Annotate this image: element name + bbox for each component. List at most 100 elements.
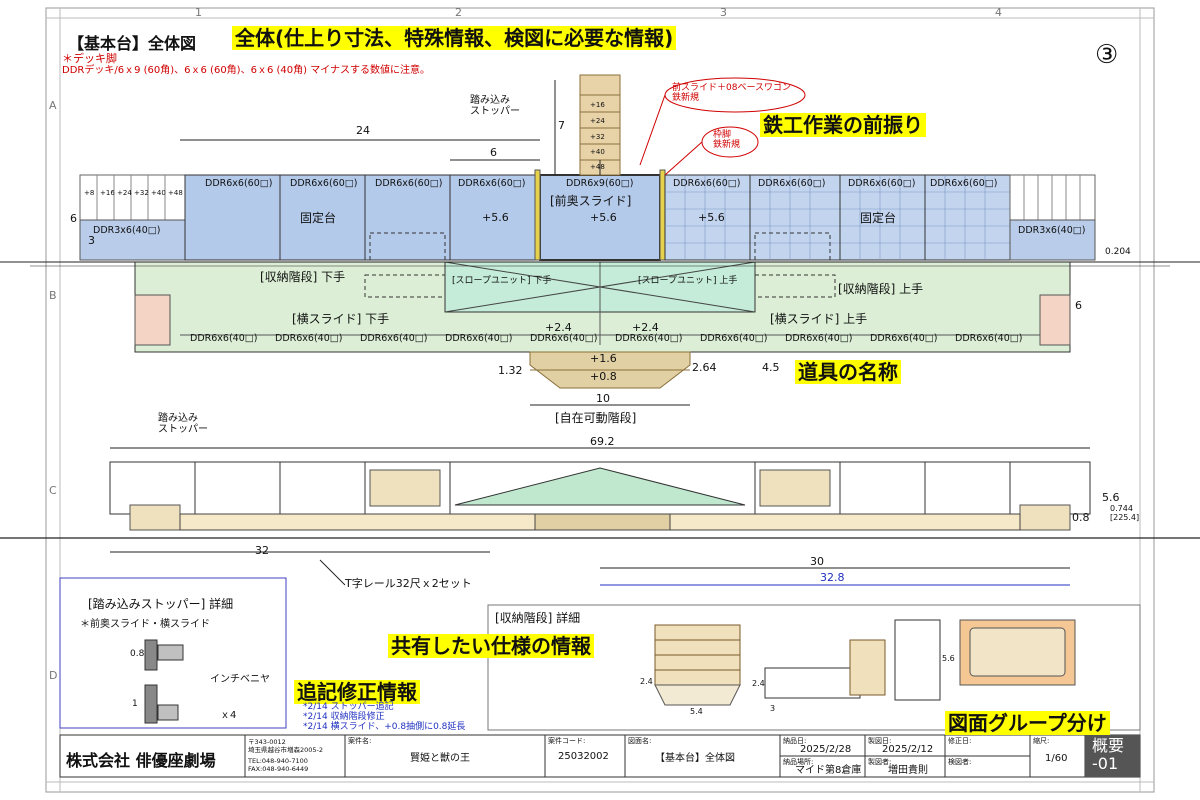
- dim-0204: 0.204: [1105, 247, 1131, 257]
- deck-note-2: DDRデッキ/6ｘ9 (60角)、6ｘ6 (60角)、6ｘ6 (40角) マイナ…: [62, 65, 430, 76]
- checker-label: 検図者:: [948, 758, 972, 766]
- left-step-40: +40: [151, 189, 166, 197]
- front-slide-label: [前奥スライド]: [550, 194, 632, 208]
- right-deck-block: [664, 174, 1011, 261]
- tower-32: +32: [590, 133, 605, 141]
- dim-264: 2.64: [692, 361, 717, 374]
- stopper-label-mid: 踏み込み ストッパー: [158, 413, 208, 435]
- storage-right: [収納階段] 上手: [838, 282, 924, 296]
- bottom-label-3: DDR6x6(40□): [360, 333, 428, 344]
- tower-24: +24: [590, 117, 605, 125]
- right-deck-dividers: [749, 175, 926, 260]
- left-deck-block: [184, 174, 541, 261]
- storage-dim-24: 2.4: [640, 677, 653, 686]
- bottom-label-4: DDR6x6(40□): [445, 333, 513, 344]
- stopper-detail-title: [踏み込みストッパー] 詳細: [88, 597, 234, 611]
- stopper-count: ｘ4: [220, 710, 237, 721]
- made-label: 製図日:: [868, 737, 892, 745]
- plus56-a: +5.6: [482, 211, 509, 224]
- mobile-stair-label: [自在可動階段]: [555, 411, 637, 425]
- stopper-inch: インチベニヤ: [210, 674, 270, 685]
- grid-row-b: B: [49, 289, 57, 302]
- elev-stair: [534, 513, 671, 531]
- elev-left-step: [129, 504, 181, 531]
- elev-box-right: [759, 469, 831, 507]
- storage-detail-title: [収納階段] 詳細: [495, 611, 581, 625]
- grid-col-3: 3: [720, 6, 727, 19]
- left-dashed-box: [369, 232, 446, 274]
- ddr3x6-left: DDR3x6(40□): [93, 225, 161, 236]
- dim-45: 4.5: [762, 361, 780, 374]
- deck-label-6: DDR6x6(60□): [673, 178, 741, 189]
- scale-value: 1/60: [1045, 753, 1068, 764]
- delivery-date: 2025/2/28: [800, 744, 852, 755]
- company-name: 株式会社 俳優座劇場: [66, 751, 216, 770]
- project-label: 案件名:: [348, 737, 372, 745]
- left-step-32: +32: [134, 189, 149, 197]
- dim-6-left: 6: [70, 212, 77, 225]
- storage-dim-54: 5.4: [690, 707, 703, 716]
- slide-rail-left: [534, 169, 541, 261]
- side-slide-left: [横スライド] 下手: [292, 312, 390, 326]
- right-pink-stair: [1039, 294, 1071, 346]
- bottom-label-9: DDR6x6(40□): [870, 333, 938, 344]
- storage-detail-frame: [487, 604, 1141, 731]
- dim-56: 5.6: [1102, 491, 1120, 504]
- page-title: 【基本台】全体図: [68, 34, 197, 53]
- dim-3-left: 3: [88, 234, 95, 247]
- tower-16: +16: [590, 101, 605, 109]
- right-ddr3x6: [1009, 219, 1096, 261]
- address-1: 〒343-0012: [248, 738, 286, 746]
- address-2: 埼玉県越谷市増森2005-2: [248, 746, 324, 754]
- callout-group: 図面グループ分け: [945, 711, 1110, 735]
- stopper-dim-08: 0.8: [130, 649, 145, 659]
- side-slide-right: [横スライド] 上手: [770, 312, 868, 326]
- bottom-label-5: DDR6x6(40□): [530, 333, 598, 344]
- left-step-16: +16: [100, 189, 115, 197]
- code-label: 案件コード:: [548, 737, 586, 745]
- deck-label-4: DDR6x6(60□): [458, 178, 526, 189]
- storage-left: [収納階段] 下手: [260, 270, 346, 284]
- left-side-steps: [79, 174, 186, 221]
- grid-col-4: 4: [995, 6, 1002, 19]
- deck-label-8: DDR6x6(60□): [848, 178, 916, 189]
- elev-box-left: [369, 469, 441, 507]
- stopper-dim-1: 1: [132, 699, 138, 709]
- left-step-24: +24: [117, 189, 132, 197]
- revision-3: *2/14 横スライド、+0.8抽側に0.8延長: [303, 722, 466, 732]
- tower-40: +40: [590, 148, 605, 156]
- deck-note-1: ＊デッキ脚: [62, 52, 117, 65]
- place-value: マイド第8倉庫: [795, 765, 862, 776]
- callout-kyoyu: 共有したい仕様の情報: [388, 634, 594, 658]
- stair-dashed-left: [364, 274, 446, 298]
- grid-row-a: A: [49, 99, 57, 112]
- revised-label: 修正日:: [948, 737, 972, 745]
- bottom-label-8: DDR6x6(40□): [785, 333, 853, 344]
- dim-132: 1.32: [498, 364, 523, 377]
- deck-label-7: DDR6x6(60□): [758, 178, 826, 189]
- callout-tekko: 鉄工作業の前振り: [760, 113, 926, 137]
- callout-dougu: 道具の名称: [795, 360, 901, 384]
- deck-label-9: DDR6x6(60□): [930, 178, 998, 189]
- left-deck-dividers: [279, 175, 451, 260]
- plus56-b: +5.6: [590, 211, 617, 224]
- dim-6: 6: [490, 146, 497, 159]
- delivery-label: 納品日:: [783, 737, 807, 745]
- tower-steps: [579, 74, 621, 176]
- tel: TEL:048-940-7100: [248, 757, 308, 765]
- drawing-name: 【基本台】全体図: [655, 753, 735, 764]
- slope-left: [スロープユニット] 下手: [452, 276, 552, 286]
- elev-slope: [454, 467, 746, 506]
- sheet-code: 概要 -01: [1092, 736, 1125, 773]
- dim-10: 10: [596, 392, 610, 405]
- left-step-48: +48: [168, 189, 183, 197]
- plus24-a: +2.4: [545, 321, 572, 334]
- stopper-detail-subtitle: ＊前奥スライド・横スライド: [80, 619, 210, 630]
- grid-col-2: 2: [455, 6, 462, 19]
- dim-328: 32.8: [820, 571, 845, 584]
- stopper-label-top: 踏み込み ストッパー: [470, 95, 520, 117]
- bottom-label-6: DDR6x6(40□): [615, 333, 683, 344]
- stair-dashed-right: [754, 274, 836, 298]
- dim-6-right: 6: [1075, 299, 1082, 312]
